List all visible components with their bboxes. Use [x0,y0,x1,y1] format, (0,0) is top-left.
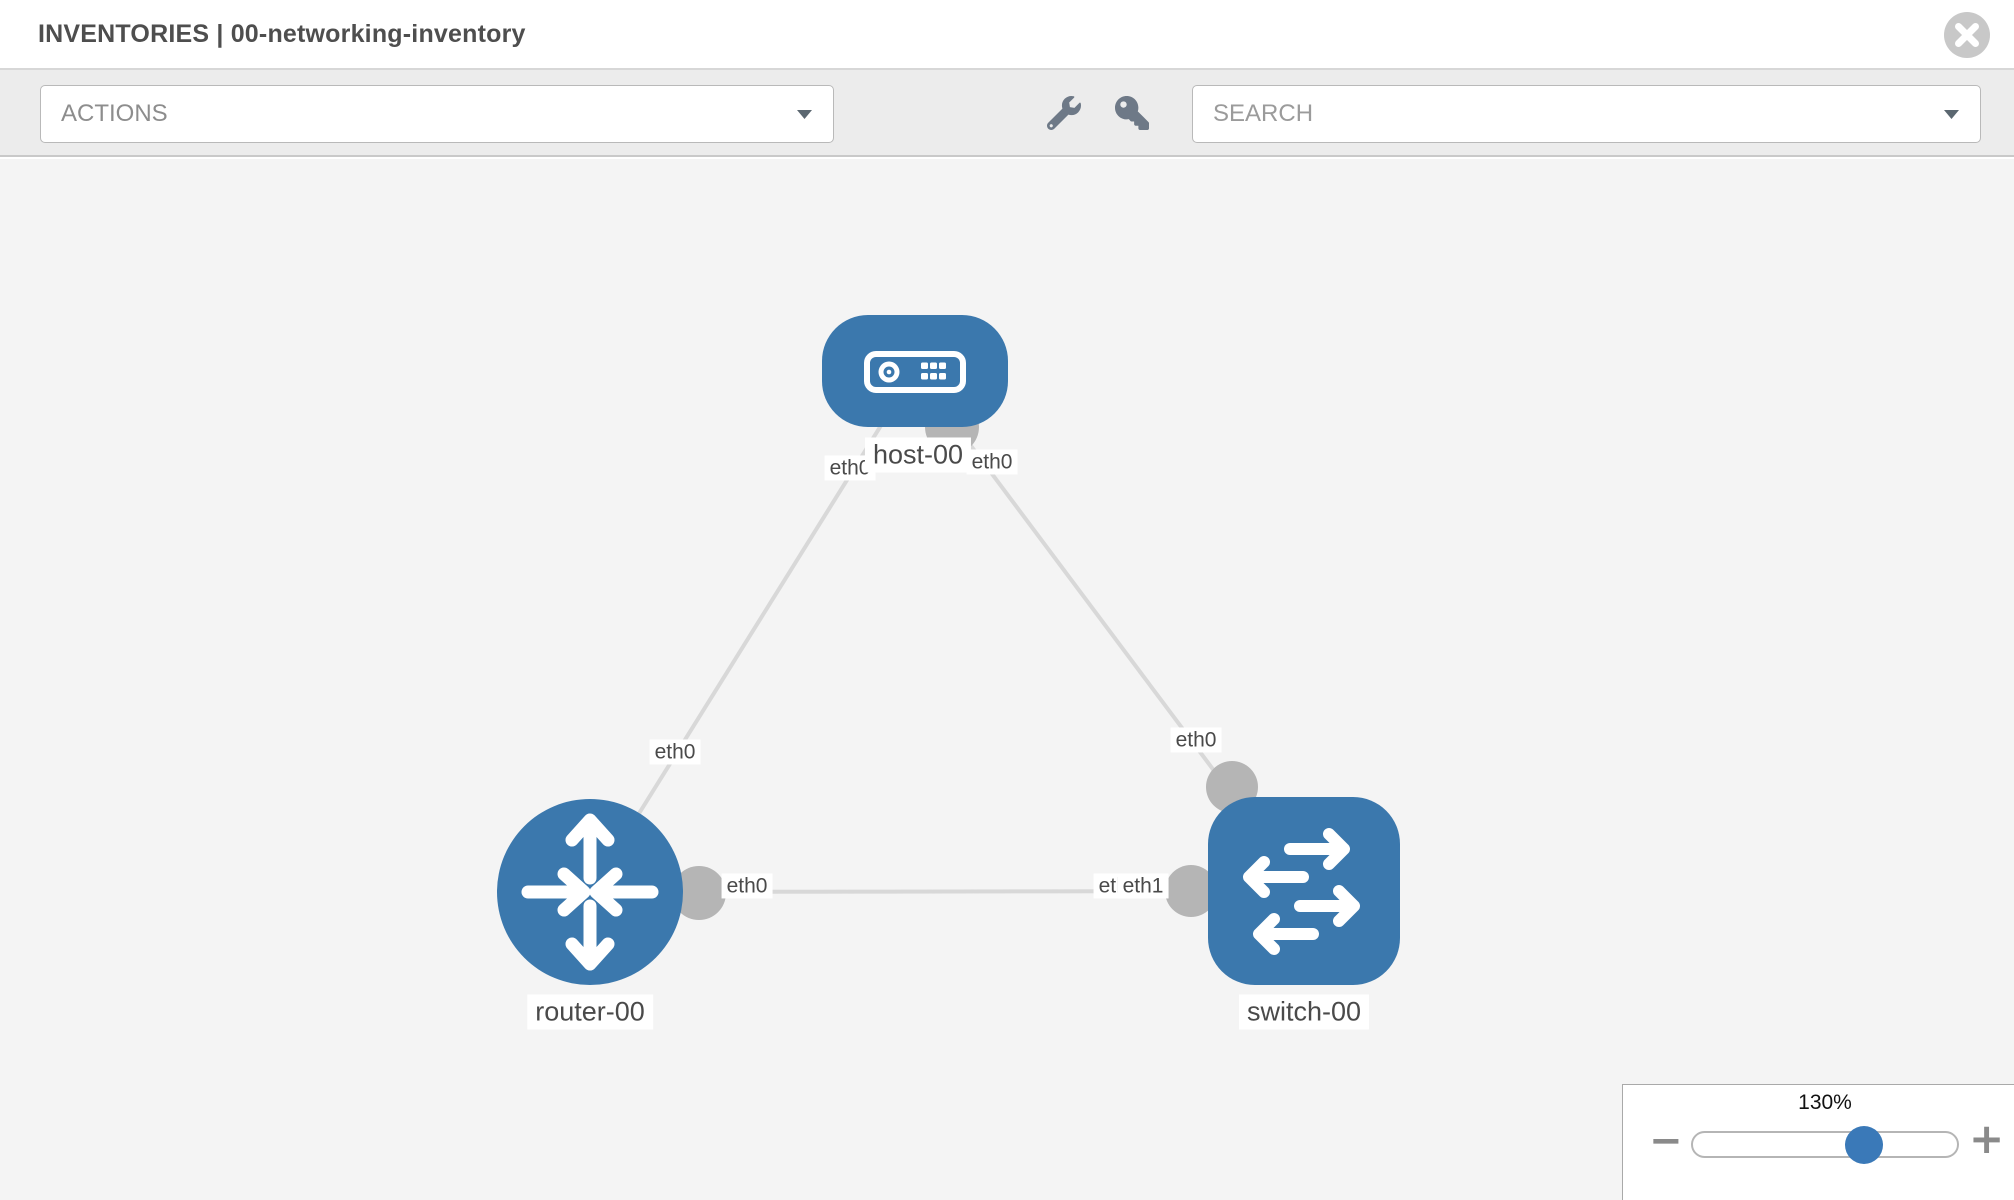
iface-label: eth0 [721,873,773,899]
topology-canvas[interactable]: eth0 eth0 eth0 eth0 eth0 eth0 eth1 host-… [0,159,2014,1200]
configure-button[interactable] [1046,96,1082,132]
page-title: INVENTORIES | 00-networking-inventory [38,19,526,48]
iface-label: eth0 [966,449,1018,475]
node-router-00[interactable] [497,799,683,985]
router-icon [521,813,659,971]
iface-label: eth0 [1170,727,1222,753]
zoom-slider[interactable] [1691,1131,1959,1158]
interface-bubble-router-eth0[interactable] [672,866,726,920]
switch-icon [1243,828,1360,955]
zoom-in-button[interactable]: + [1969,1114,2005,1163]
host-device-icon [864,351,966,393]
node-label-router: router-00 [527,994,653,1030]
iface-label: eth0 [649,739,701,765]
key-icon [1115,96,1149,130]
close-icon [1944,12,1990,58]
node-switch-00[interactable] [1208,797,1400,985]
chevron-down-icon [1944,109,1959,119]
node-label-switch: switch-00 [1238,994,1370,1030]
actions-dropdown-label: ACTIONS [61,100,168,127]
zoom-slider-thumb[interactable] [1845,1126,1883,1164]
toolbar: ACTIONS SEARCH [0,70,2014,157]
node-host-00[interactable] [822,315,1008,427]
zoom-control-panel: 130% − + [1622,1084,2014,1200]
zoom-level: 130% [1798,1091,1852,1114]
search-dropdown-label: SEARCH [1213,100,1314,127]
chevron-down-icon [797,109,812,119]
header: INVENTORIES | 00-networking-inventory [0,0,2014,70]
credentials-button[interactable] [1114,96,1150,132]
zoom-out-button[interactable]: − [1649,1118,1683,1164]
search-dropdown[interactable]: SEARCH [1192,85,1981,143]
actions-dropdown[interactable]: ACTIONS [40,85,834,143]
interface-bubble-switch-eth1[interactable] [1165,865,1217,917]
iface-label: eth1 [1117,873,1169,899]
close-button[interactable] [1944,12,1990,58]
wrench-icon [1046,96,1081,131]
node-label-host: host-00 [864,437,972,473]
